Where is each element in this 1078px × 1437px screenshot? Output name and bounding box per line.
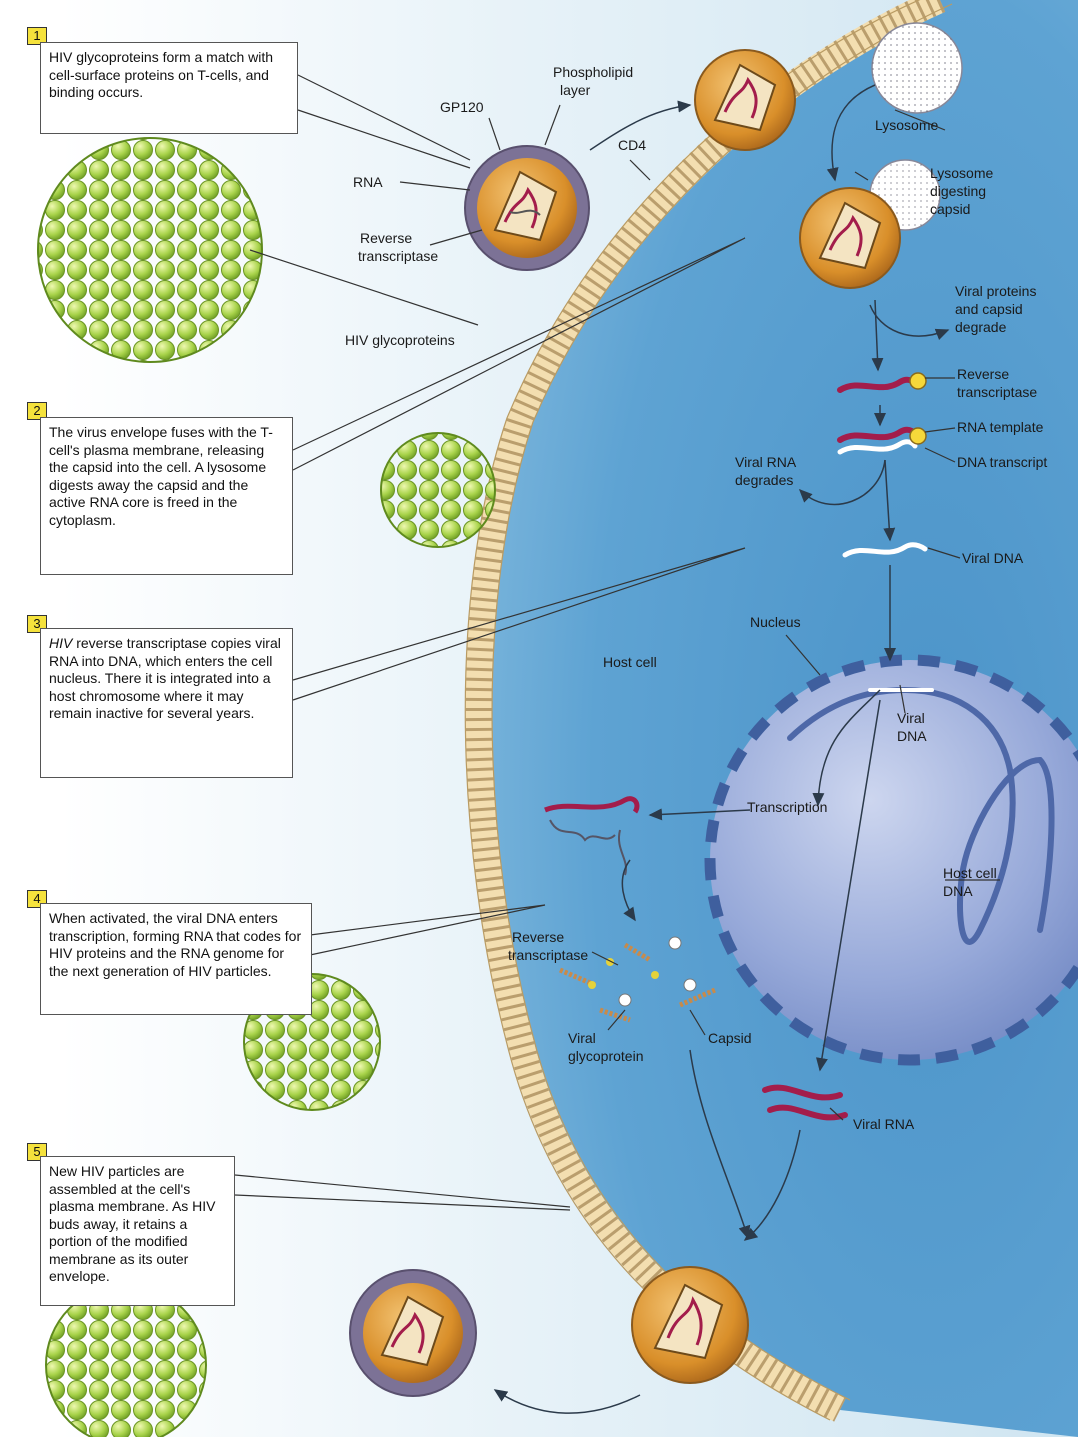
label-viral-dna: Viral DNA [962, 550, 1024, 566]
step-1-description: HIV glycoproteins form a match with cell… [40, 42, 298, 134]
label-host-cell-dna-2: DNA [943, 883, 973, 899]
label-transcription: Transcription [747, 799, 827, 815]
step-3-description: HIV reverse transcriptase copies viral R… [40, 628, 293, 778]
label-lysosome-digesting-2: digesting [930, 183, 986, 199]
label-cd4: CD4 [618, 137, 646, 153]
hiv-virion-fusing [695, 50, 795, 150]
hiv-virion-binding [465, 146, 589, 270]
label-lysosome: Lysosome [875, 117, 939, 133]
t-cell-particle-2 [381, 433, 495, 547]
t-cell-particle-4 [46, 1285, 206, 1437]
label-gp120: GP120 [440, 99, 484, 115]
step-3-italic: HIV [49, 635, 72, 651]
nucleus [710, 660, 1078, 1060]
label-reverse-transcriptase-lower-1: Reverse [512, 929, 564, 945]
label-lysosome-digesting-1: Lysosome [930, 165, 994, 181]
label-host-cell-dna-1: Host cell [943, 865, 997, 881]
label-reverse-transcriptase-right-2: transcriptase [957, 384, 1037, 400]
lysosome [872, 23, 962, 113]
label-reverse-transcriptase-virus-1: Reverse [360, 230, 412, 246]
step-2-description: The virus envelope fuses with the T-cell… [40, 417, 293, 575]
label-viral-dna-nucleus-1: Viral [897, 710, 925, 726]
label-viral-dna-nucleus-2: DNA [897, 728, 927, 744]
label-phospholipid-1: Phospholipid [553, 64, 633, 80]
step-3-text: reverse transcriptase copies viral RNA i… [49, 635, 281, 721]
label-viral-rna-degrades-1: Viral RNA [735, 454, 797, 470]
hiv-virion-budding [632, 1267, 748, 1383]
label-viral-glycoprotein-1: Viral [568, 1030, 596, 1046]
label-viral-proteins-2: and capsid [955, 301, 1023, 317]
label-dna-transcript: DNA transcript [957, 454, 1047, 470]
label-viral-rna: Viral RNA [853, 1116, 915, 1132]
label-nucleus: Nucleus [750, 614, 801, 630]
label-reverse-transcriptase-virus-2: transcriptase [358, 248, 438, 264]
label-phospholipid-2: layer [560, 82, 591, 98]
label-host-cell: Host cell [603, 654, 657, 670]
label-reverse-transcriptase-right-1: Reverse [957, 366, 1009, 382]
label-hiv-glycoproteins: HIV glycoproteins [345, 332, 455, 348]
label-rna: RNA [353, 174, 383, 190]
label-rna-template: RNA template [957, 419, 1044, 435]
step-4-description: When activated, the viral DNA enters tra… [40, 903, 312, 1015]
label-viral-proteins-3: degrade [955, 319, 1007, 335]
step-5-description: New HIV particles are assembled at the c… [40, 1156, 235, 1306]
label-viral-rna-degrades-2: degrades [735, 472, 793, 488]
label-viral-proteins-1: Viral proteins [955, 283, 1036, 299]
label-capsid: Capsid [708, 1030, 752, 1046]
hiv-virion-released [350, 1270, 476, 1396]
label-lysosome-digesting-3: capsid [930, 201, 970, 217]
label-reverse-transcriptase-lower-2: transcriptase [508, 947, 588, 963]
t-cell-particle-1 [38, 138, 262, 362]
label-viral-glycoprotein-2: glycoprotein [568, 1048, 644, 1064]
